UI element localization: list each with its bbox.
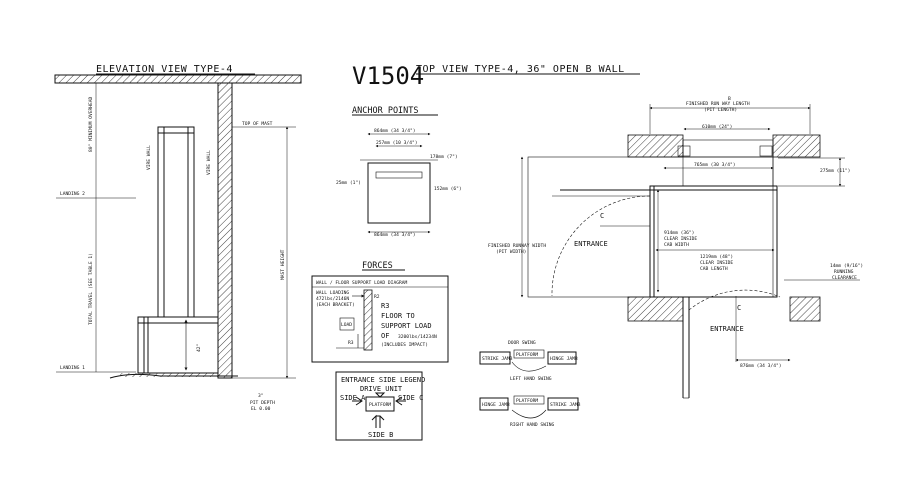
- runway-width-2: (PIT WIDTH): [496, 249, 526, 255]
- floor-line-1: FLOOR TO: [381, 312, 415, 320]
- impact-label: (INCLUDES IMPACT): [381, 342, 428, 348]
- left-strike-jamb: STRIKE JAMB: [482, 356, 513, 362]
- el-label: EL 0.00: [251, 406, 271, 412]
- right-strike-jamb: STRIKE JAMB: [550, 402, 581, 408]
- load-label: LOAD: [341, 322, 352, 328]
- forces-box: [311, 275, 449, 363]
- cab-width-3: CAB WIDTH: [664, 242, 689, 248]
- cab-width-2: CLEAR INSIDE: [664, 236, 697, 242]
- side-wall: [217, 82, 233, 379]
- anchor-dim-4: 25mm (1"): [336, 180, 361, 186]
- each-bracket-label: (EACH BRACKET): [316, 302, 355, 308]
- side-c-label: SIDE C: [398, 394, 423, 402]
- vire-wall-label-right: VIRE WALL: [206, 150, 212, 175]
- mast-height-label: MAST HEIGHT: [280, 249, 286, 280]
- left-platform: PLATFORM: [516, 352, 538, 358]
- right-platform: PLATFORM: [516, 398, 538, 404]
- anchor-dim-3: 178mm (7"): [430, 154, 458, 160]
- pit-depth-dim: 3": [258, 393, 264, 399]
- centerline-c-1: C: [600, 212, 604, 220]
- pit-depth-label: PIT DEPTH: [250, 400, 275, 406]
- overhead-label: 80" MINIMUM OVERHEAD: [88, 96, 94, 152]
- anchor-title: ANCHOR POINTS: [352, 106, 419, 116]
- cab-length-2: CLEAR INSIDE: [700, 260, 733, 266]
- drawing-id: V1504: [352, 62, 424, 90]
- elevation-title: ELEVATION VIEW TYPE-4: [96, 64, 233, 75]
- wall-loading-label: WALL LOADING: [316, 290, 349, 296]
- dim-275: 275mm (11"): [820, 168, 850, 174]
- wall-loading-value: 472lbs/2146N: [316, 296, 349, 302]
- runway-length-label: FINISHED RUN WAY LENGTH: [686, 101, 750, 107]
- legend-title: ENTRANCE SIDE LEGEND: [341, 376, 425, 384]
- cab-outline: [649, 185, 778, 298]
- door-swing-title: DOOR SWING: [508, 340, 536, 346]
- cab-width-1: 914mm (36"): [664, 230, 694, 236]
- dim-876: 876mm (34 3/4"): [740, 363, 782, 369]
- platform-cab: [137, 316, 219, 374]
- side-a-label: SIDE A: [340, 394, 366, 402]
- anchor-dim-2: 257mm (10 3/4"): [376, 140, 418, 146]
- runway-width-1: FINISHED RUNWAY WIDTH: [488, 243, 546, 249]
- entrance-label-1: ENTRANCE: [574, 240, 608, 248]
- anchor-dim-1: 864mm (34 3/4"): [374, 128, 416, 134]
- of-value: 3200lbs/14234N: [398, 334, 437, 340]
- anchor-points: ANCHOR POINTS 864mm (34 3/4") 257mm (10 …: [336, 106, 462, 238]
- floor-line-2: SUPPORT LOAD: [381, 322, 432, 330]
- running-3: CLEARANCE: [832, 275, 857, 281]
- forces-box-title: WALL / FLOOR SUPPORT LOAD DIAGRAM: [316, 280, 408, 286]
- landing-1-label: LANDING 1: [60, 365, 85, 371]
- anchor-dim-6: 864mm (34 3/4"): [374, 232, 416, 238]
- r3-small-label: R3: [348, 340, 354, 346]
- centerline-c-2: C: [737, 304, 741, 312]
- anchor-plate: [367, 162, 431, 224]
- running-2: RUNNING: [834, 269, 854, 275]
- entrance-label-2: ENTRANCE: [710, 325, 744, 333]
- total-travel-label: TOTAL TRAVEL (SEE TABLE 1): [88, 253, 94, 325]
- entrance-legend: ENTRANCE SIDE LEGEND DRIVE UNIT PLATFORM…: [335, 371, 425, 441]
- mast: [157, 126, 195, 318]
- r3-big-label: R3: [381, 302, 389, 310]
- legend-platform-label: PLATFORM: [369, 402, 391, 408]
- b-label: B: [728, 96, 731, 102]
- dim-765: 765mm (30 3/4"): [694, 162, 736, 168]
- legend-box: [335, 371, 423, 441]
- ceiling-slab: [54, 74, 302, 84]
- landing-2-label: LANDING 2: [60, 191, 85, 197]
- cab-length-1: 1219mm (48"): [700, 254, 733, 260]
- forces-section: FORCES WALL / FLOOR SUPPORT LOAD DIAGRAM…: [311, 261, 449, 363]
- r2-label: R2: [374, 294, 380, 300]
- right-hinge-jamb: HINGE JAMB: [482, 402, 510, 408]
- right-hand-swing: RIGHT HAND SWING: [510, 422, 554, 428]
- drive-recess: [682, 139, 774, 158]
- dim-610: 610mm (24"): [702, 124, 732, 130]
- running-1: 14mm (9/16"): [830, 263, 863, 269]
- forces-wall: [363, 289, 373, 351]
- of-label: OF: [381, 332, 389, 340]
- left-hand-swing: LEFT HAND SWING: [510, 376, 552, 382]
- drive-unit-label: DRIVE UNIT: [360, 385, 403, 393]
- elevation-view: ELEVATION VIEW TYPE-4 VIRE WALL VIRE WAL…: [54, 64, 302, 412]
- platform-height: 42": [196, 344, 202, 352]
- cab-length-3: CAB LENGTH: [700, 266, 728, 272]
- top-of-mast-label: TOP OF MAST: [242, 121, 273, 127]
- pit-length-label: (PIT LENGTH): [704, 107, 737, 113]
- vire-wall-label-left: VIRE WALL: [146, 145, 152, 170]
- door-swing: DOOR SWING STRIKE JAMB HINGE JAMB PLATFO…: [479, 340, 581, 428]
- side-b-label: SIDE B: [368, 431, 393, 439]
- left-hinge-jamb: HINGE JAMB: [550, 356, 578, 362]
- top-view: V1504 TOP VIEW TYPE-4, 36" OPEN B WALL B…: [352, 62, 863, 399]
- forces-title: FORCES: [362, 261, 393, 271]
- anchor-dim-5: 152mm (6"): [434, 186, 462, 192]
- top-view-title: TOP VIEW TYPE-4, 36" OPEN B WALL: [416, 64, 625, 75]
